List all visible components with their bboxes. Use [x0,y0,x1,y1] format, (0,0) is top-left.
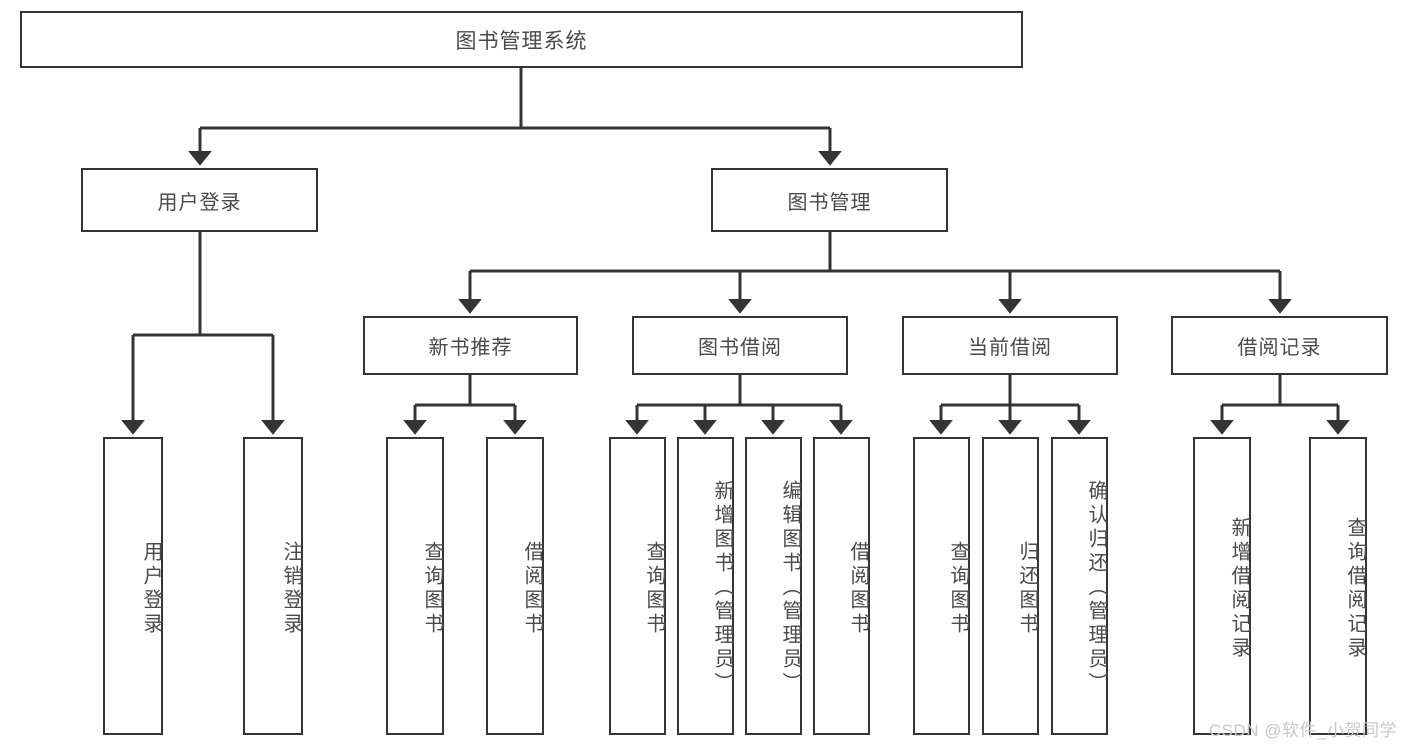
node-book-borrow[interactable]: 图书借阅 [632,316,848,375]
leaf-user-login[interactable]: 用户登录 [103,437,163,735]
leaf-borrow-book-recommend[interactable]: 借阅图书 [486,437,544,735]
leaf-add-borrow-record[interactable]: 新增借阅记录 [1193,437,1251,735]
leaf-query-book-current[interactable]: 查询图书 [913,437,970,735]
node-root-system[interactable]: 图书管理系统 [20,11,1023,68]
leaf-edit-book-admin[interactable]: 编辑图书（管理员） [745,437,802,735]
node-user-login[interactable]: 用户登录 [81,168,318,232]
leaf-query-book-borrow[interactable]: 查询图书 [609,437,666,735]
node-book-manage[interactable]: 图书管理 [711,168,948,232]
leaf-borrow-book-borrow[interactable]: 借阅图书 [813,437,870,735]
leaf-return-book[interactable]: 归还图书 [982,437,1039,735]
node-new-book-recommend[interactable]: 新书推荐 [363,316,578,375]
leaf-logout-login[interactable]: 注销登录 [243,437,303,735]
leaf-query-borrow-record[interactable]: 查询借阅记录 [1309,437,1367,735]
leaf-add-book-admin[interactable]: 新增图书（管理员） [677,437,734,735]
leaf-confirm-return-admin[interactable]: 确认归还（管理员） [1051,437,1108,735]
node-current-borrow[interactable]: 当前借阅 [902,316,1118,375]
csdn-watermark: CSDN @软件_小贺同学 [1208,721,1397,740]
node-borrow-record[interactable]: 借阅记录 [1171,316,1388,375]
leaf-query-book-recommend[interactable]: 查询图书 [386,437,444,735]
